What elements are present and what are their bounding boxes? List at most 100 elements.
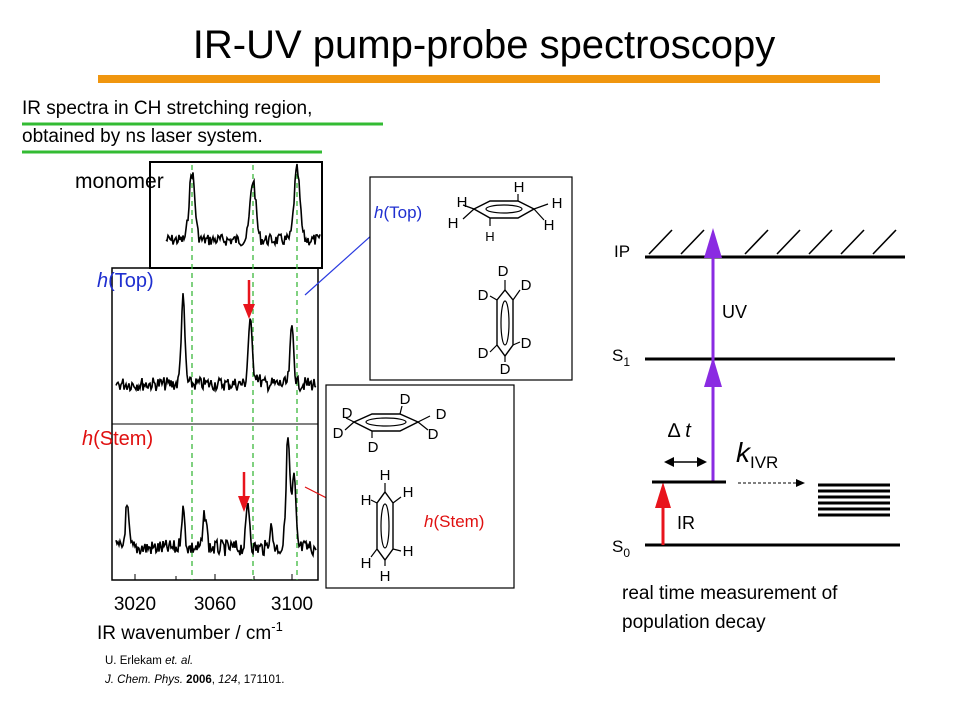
x-tick-label: 3020: [114, 594, 156, 615]
x-axis-label: IR wavenumber / cm-1: [97, 619, 283, 644]
atom-label: H: [380, 568, 391, 585]
citation-sep: ,: [212, 674, 218, 686]
structure-box-stem: D D D D D D H H H H H H h(: [325, 384, 515, 589]
ring-aromatic-circle: [365, 417, 407, 427]
citation-journal: J. Chem. Phys.: [104, 674, 186, 686]
uv-arrow: [704, 228, 722, 482]
ring-bond: [370, 548, 378, 558]
monomer-box: [149, 161, 323, 269]
structure-stem-label: h(Stem): [424, 512, 484, 531]
delta-t-label: ∆t: [668, 420, 692, 442]
structure-top-label-rest: (Top): [383, 203, 422, 222]
atom-label: D: [498, 263, 509, 280]
ring-bonds: [462, 194, 549, 226]
ring-bonds: [489, 280, 521, 362]
citation-line-1: U. Erlekam et. al.: [105, 655, 193, 667]
x-axis-label-text: IR wavenumber / cm: [97, 623, 271, 644]
benzene-ring-flat-d: D D D D D D: [333, 391, 447, 456]
delta-symbol: ∆: [668, 420, 681, 442]
ring-aromatic-circle: [500, 300, 510, 346]
ring-aromatic-circle: [380, 503, 390, 549]
x-tick-label: 3060: [194, 594, 236, 615]
peak-guides: [191, 165, 298, 580]
citation-etal: et. al.: [165, 655, 193, 667]
atom-label: D: [428, 426, 439, 443]
ring-bond: [462, 204, 475, 210]
ip-hatching: [648, 229, 897, 255]
stem-label-rest: (Stem): [93, 428, 153, 450]
note-line-2: obtained by ns laser system.: [22, 126, 263, 147]
caption-line-2: population decay: [622, 612, 766, 633]
slide-title: IR-UV pump-probe spectroscopy: [193, 23, 775, 67]
atom-label: D: [400, 391, 411, 408]
ring-bonds: [344, 405, 431, 438]
stem-label-h: h: [82, 428, 93, 450]
uv-arrow-head-lower: [704, 357, 722, 387]
atom-label: D: [342, 405, 353, 422]
ring-bond: [370, 499, 378, 504]
benzene-ring-flat-h: H H H H H H: [448, 179, 563, 244]
ring-bond: [462, 208, 475, 220]
atom-label: H: [485, 229, 494, 244]
structure-box-top: h(Top) H H H H H H: [369, 176, 573, 381]
atom-label: D: [368, 439, 379, 456]
top-connector-line: [304, 225, 383, 296]
hatch-mark: [744, 229, 769, 255]
ring-bond: [489, 295, 498, 301]
red-arrow-top: [243, 280, 255, 319]
structure-stem-label-h: h: [424, 512, 433, 531]
ring-bond: [512, 289, 521, 301]
red-arrow-top-head: [243, 304, 255, 319]
atom-label: H: [403, 484, 414, 501]
structure-top-label: h(Top): [374, 203, 422, 222]
s1-label-sub: 1: [623, 355, 630, 369]
s0-label: S0: [612, 537, 630, 560]
ring-bond: [345, 417, 355, 423]
atom-label: D: [478, 345, 489, 362]
atom-label: H: [361, 555, 372, 572]
red-arrow-stem: [238, 472, 250, 512]
monomer-spectrum-trace: [165, 163, 321, 248]
title-underline: [98, 75, 880, 83]
ip-label: IP: [614, 242, 630, 261]
ring-bond: [417, 421, 429, 431]
atom-label: D: [478, 287, 489, 304]
red-arrow-stem-head: [238, 496, 250, 512]
x-tick-label: 3100: [271, 594, 313, 615]
top-label-rest: (Top): [108, 270, 154, 292]
atom-label: H: [457, 194, 468, 211]
ring-bond: [344, 421, 355, 431]
atom-label: D: [521, 335, 532, 352]
atom-label: H: [544, 217, 555, 234]
ivr-arrow-head: [796, 479, 805, 487]
hatch-mark: [872, 229, 897, 255]
atom-label: D: [436, 406, 447, 423]
s0-label-sub: 0: [623, 546, 630, 560]
benzene-ring-vertical-h: H H H H H H: [361, 467, 414, 585]
top-spectrum-trace: [115, 293, 317, 394]
delay-arrow-head-right: [697, 457, 707, 467]
atom-label: H: [361, 492, 372, 509]
ring-bond: [533, 208, 545, 221]
uv-label: UV: [722, 302, 747, 322]
bath-states: [818, 483, 890, 517]
s0-label-s: S: [612, 537, 623, 556]
energy-diagram: IP S1 S0 UV IR ∆t kIVR: [612, 228, 905, 633]
citation-volume: 124: [218, 674, 237, 686]
uv-arrow-head-upper: [704, 228, 722, 258]
ring-bond: [392, 496, 402, 504]
x-axis-label-sup: -1: [271, 619, 283, 634]
delay-arrow: [664, 457, 707, 467]
top-spectrum-label: h(Top): [97, 270, 154, 292]
top-label-h: h: [97, 270, 108, 292]
hatch-mark: [648, 229, 673, 255]
t-symbol: t: [685, 420, 692, 442]
hatch-mark: [776, 229, 801, 255]
atom-label: H: [448, 215, 459, 232]
atom-label: D: [521, 277, 532, 294]
ring-bond: [533, 203, 549, 210]
structure-stem-label-rest: (Stem): [433, 512, 484, 531]
hatch-mark: [808, 229, 833, 255]
citation-year: 2006: [186, 674, 212, 686]
stem-spectrum-trace: [115, 437, 317, 558]
